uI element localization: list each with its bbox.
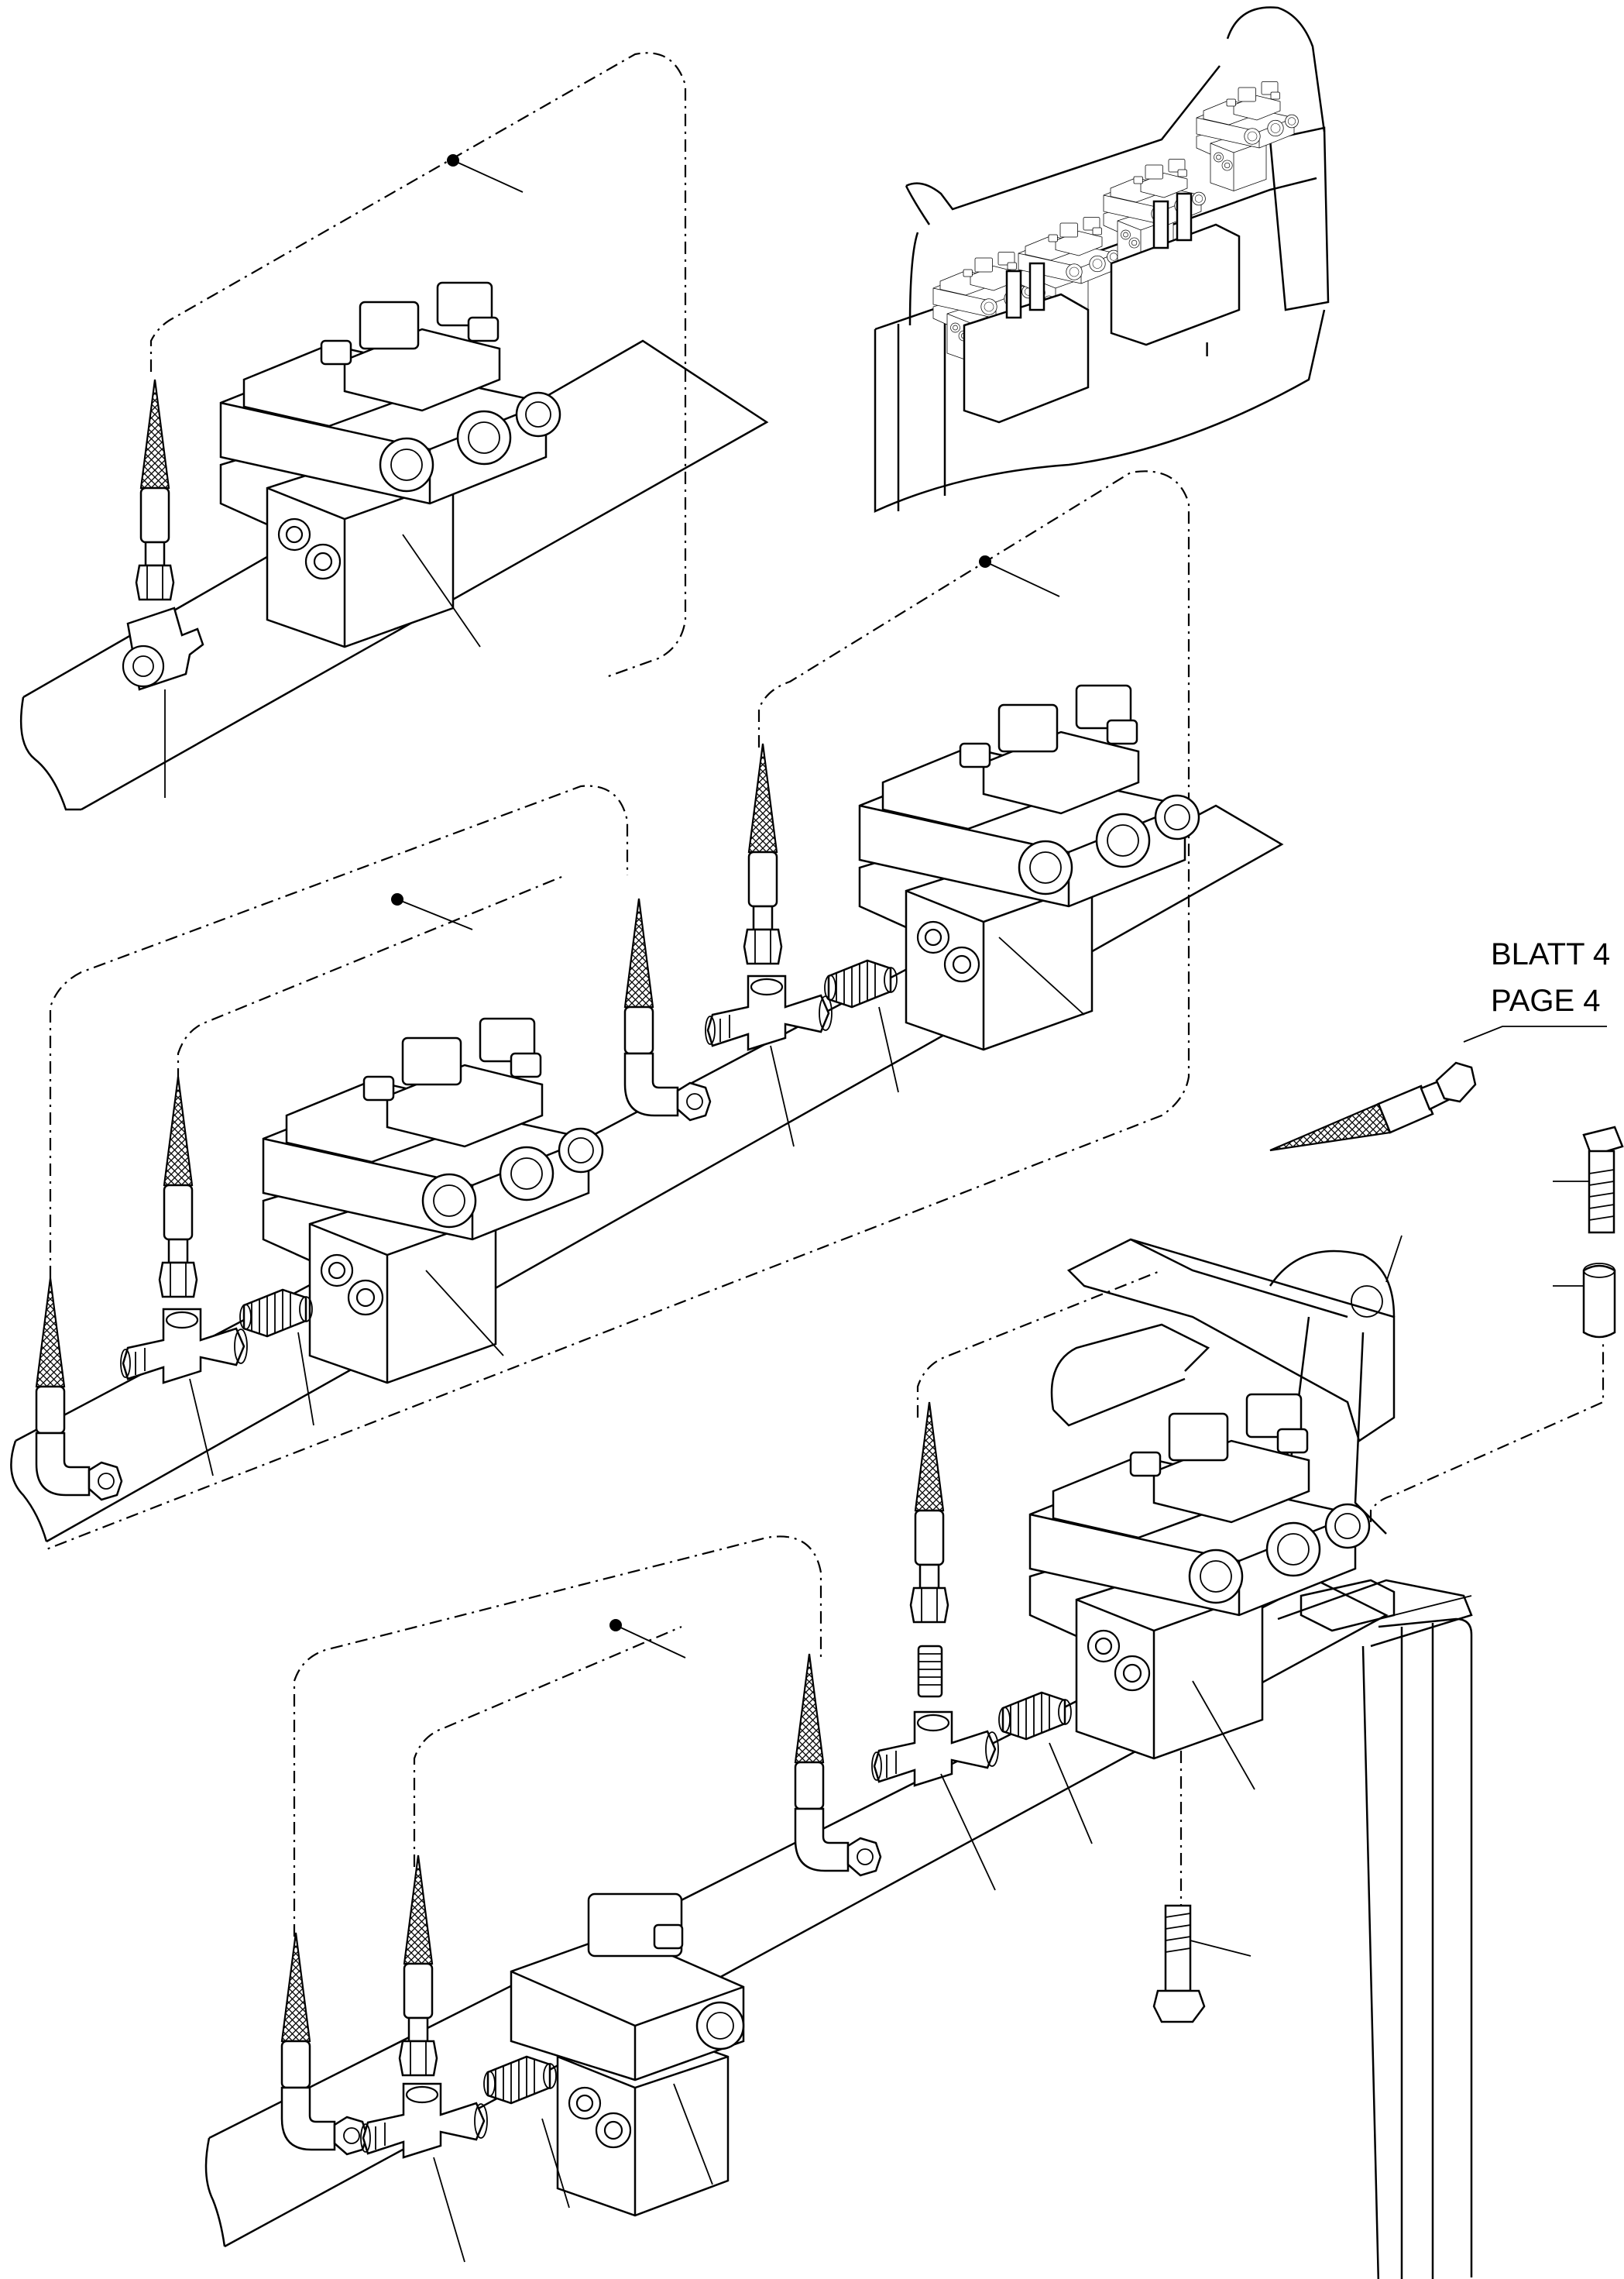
valve-stack-2a xyxy=(262,1017,604,1384)
hose-3c xyxy=(794,1652,882,1877)
spacer-sleeve xyxy=(1553,1263,1616,1339)
overview-thumbnail: I xyxy=(874,6,1330,513)
valve-stack-3b xyxy=(1028,1393,1371,1760)
sheet-reference-line2: PAGE 4 xyxy=(1491,984,1601,1018)
dashdot-outline-3b xyxy=(413,1625,682,1867)
adapter-2b xyxy=(823,959,898,1009)
hose-2c xyxy=(623,897,712,1122)
leader-1b xyxy=(402,534,481,648)
rail-3 xyxy=(204,1579,1389,2248)
hose-1 xyxy=(135,378,175,601)
leader-3e xyxy=(1049,1742,1093,1844)
bolt-bottom xyxy=(1152,1904,1251,2023)
dashdot-outline-3a xyxy=(293,1535,822,1937)
hose-2a xyxy=(35,1277,123,1501)
dashdot-outline-2b xyxy=(46,470,1190,1551)
tee-fitting-3a xyxy=(359,2082,489,2159)
adapter-3a xyxy=(482,2055,558,2105)
machine-frame xyxy=(1050,1235,1473,2279)
adapter-2a xyxy=(239,1288,314,1338)
callout-leader-2 xyxy=(397,899,473,930)
tee-fitting-2a xyxy=(119,1308,249,1384)
hose-3b xyxy=(398,1854,438,2077)
leader-3a xyxy=(433,2157,465,2263)
leader-2f xyxy=(998,937,1085,1016)
callout-leader-3 xyxy=(984,561,1060,597)
sheet-reference-line1: BLATT 4 xyxy=(1491,937,1610,971)
leader-3f xyxy=(1192,1680,1255,1790)
leader-2a xyxy=(189,1378,214,1476)
leader-2c xyxy=(425,1270,504,1356)
banjo-fitting-1 xyxy=(122,607,204,691)
sheet-reference: BLATT 4 PAGE 4 xyxy=(1463,937,1610,1043)
tee-fitting-2b xyxy=(704,975,833,1051)
dashdot-outline-2a xyxy=(49,785,629,1278)
leader-2d xyxy=(770,1045,795,1147)
tee-fitting-3b xyxy=(870,1710,1000,1787)
hose-off-page xyxy=(1269,1061,1477,1152)
leader-3d xyxy=(940,1773,996,1891)
detail-marker-label: I xyxy=(1204,338,1210,361)
valve-stack-1 xyxy=(219,281,561,648)
hose-2d xyxy=(743,742,783,965)
hose-3d xyxy=(909,1401,949,1624)
nipple-3 xyxy=(917,1645,943,1698)
bolt-top xyxy=(1553,1126,1624,1234)
dashdot-outline-3c xyxy=(916,1269,1162,1418)
callout-leader-1 xyxy=(452,160,524,193)
leader-3c xyxy=(673,2083,713,2185)
rail-2 xyxy=(10,804,1284,1543)
hose-2b xyxy=(158,1075,198,1298)
valve-stack-2b xyxy=(858,684,1200,1051)
valve-single-3a xyxy=(510,1892,745,2217)
dashdot-outline-2c xyxy=(177,874,566,1081)
adapter-3b xyxy=(997,1691,1073,1741)
leader-3b xyxy=(541,2118,570,2209)
dashdot-outline-3d xyxy=(1369,1340,1605,1522)
hose-3a xyxy=(280,1931,369,2156)
leader-2b xyxy=(297,1332,314,1426)
leader-2e xyxy=(878,1006,899,1093)
callout-leader-4 xyxy=(615,1624,686,1659)
